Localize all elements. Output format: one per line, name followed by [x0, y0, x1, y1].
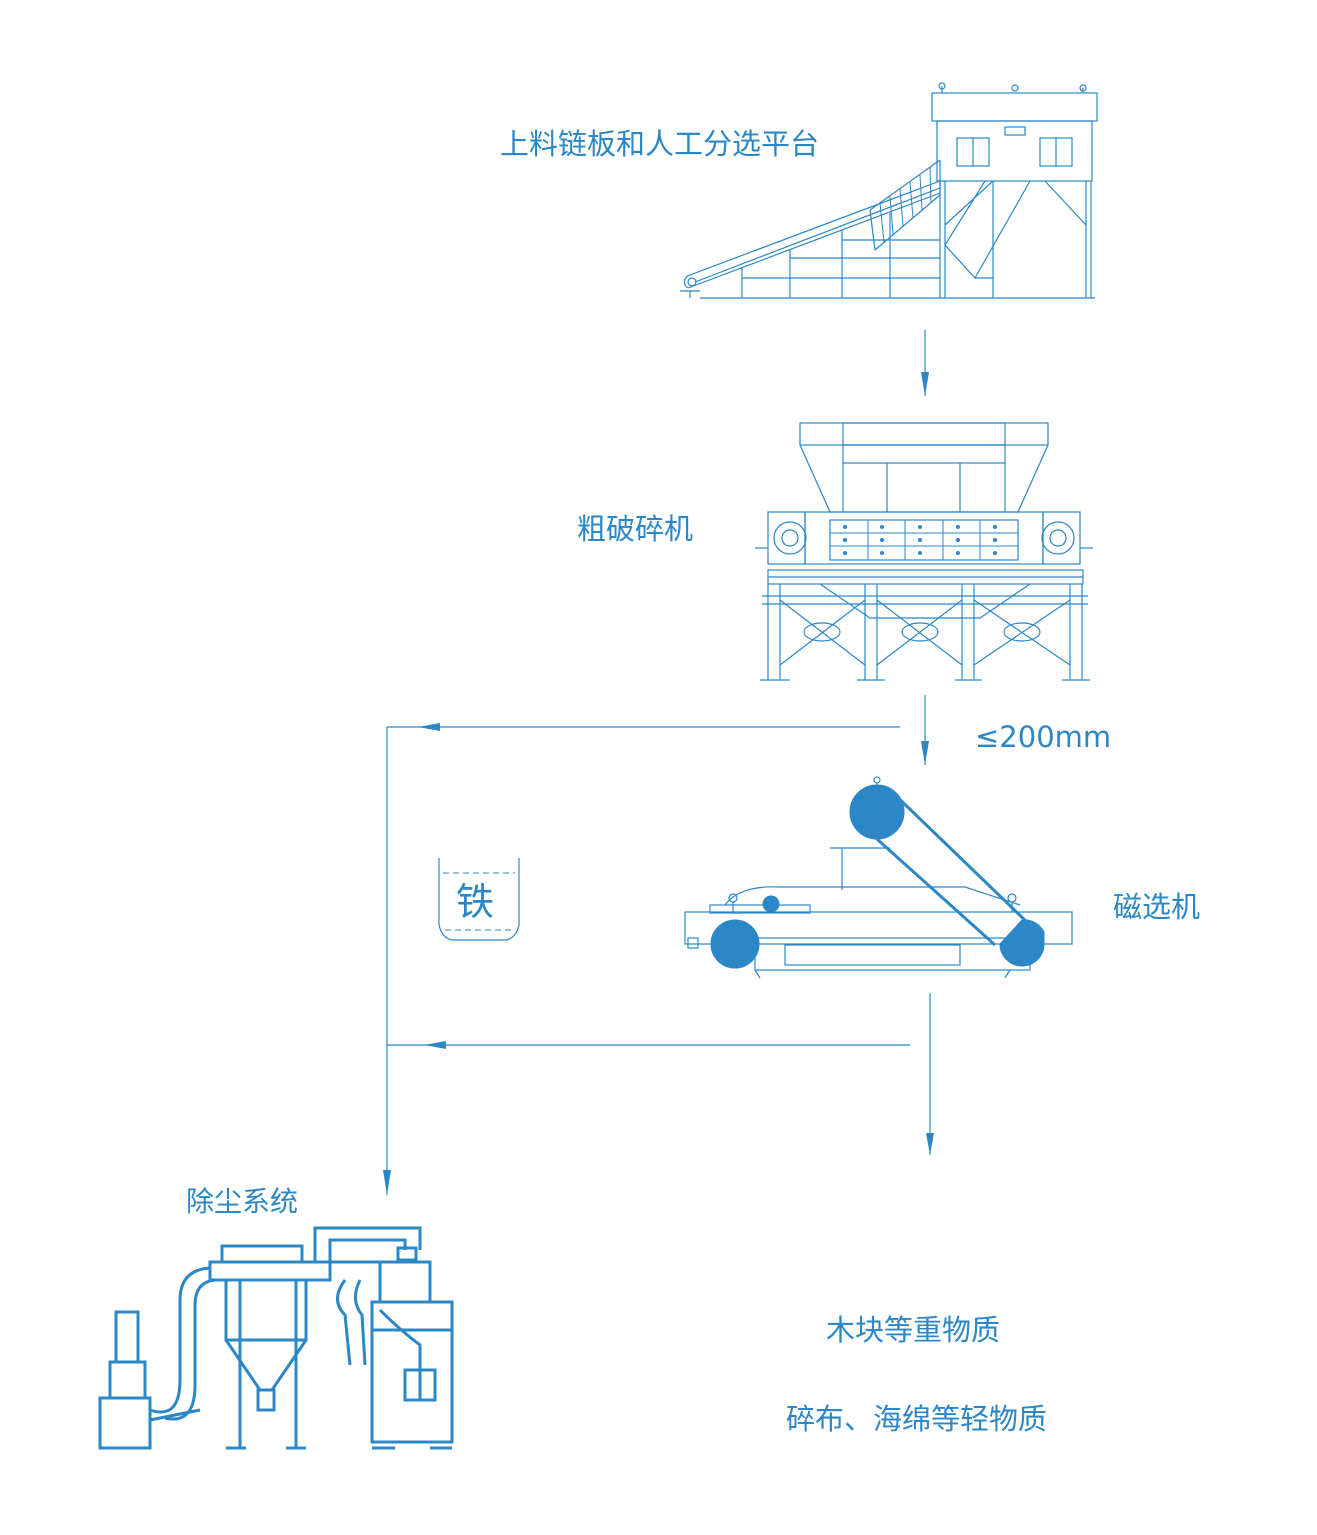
- feeder-label: 上料链板和人工分选平台: [500, 127, 820, 161]
- iron-bin-illustration: [438, 858, 520, 941]
- dust-system-label: 除尘系统: [186, 1185, 299, 1218]
- magnetic-separator-illustration: [684, 776, 1073, 979]
- shredder-label: 粗破碎机: [577, 512, 694, 546]
- light-material-label: 碎布、海绵等轻物质: [786, 1402, 1048, 1436]
- iron-label: 铁: [456, 880, 495, 924]
- feeder-platform-illustration: [680, 82, 1098, 299]
- flow-arrows: [383, 330, 934, 1195]
- heavy-material-label: 木块等重物质: [826, 1313, 1001, 1347]
- primary-shredder-illustration: [755, 422, 1093, 681]
- magnetic-separator-label: 磁选机: [1113, 890, 1201, 924]
- dust-removal-system-illustration: [98, 1226, 454, 1450]
- size-limit-label: ≤200mm: [975, 720, 1112, 754]
